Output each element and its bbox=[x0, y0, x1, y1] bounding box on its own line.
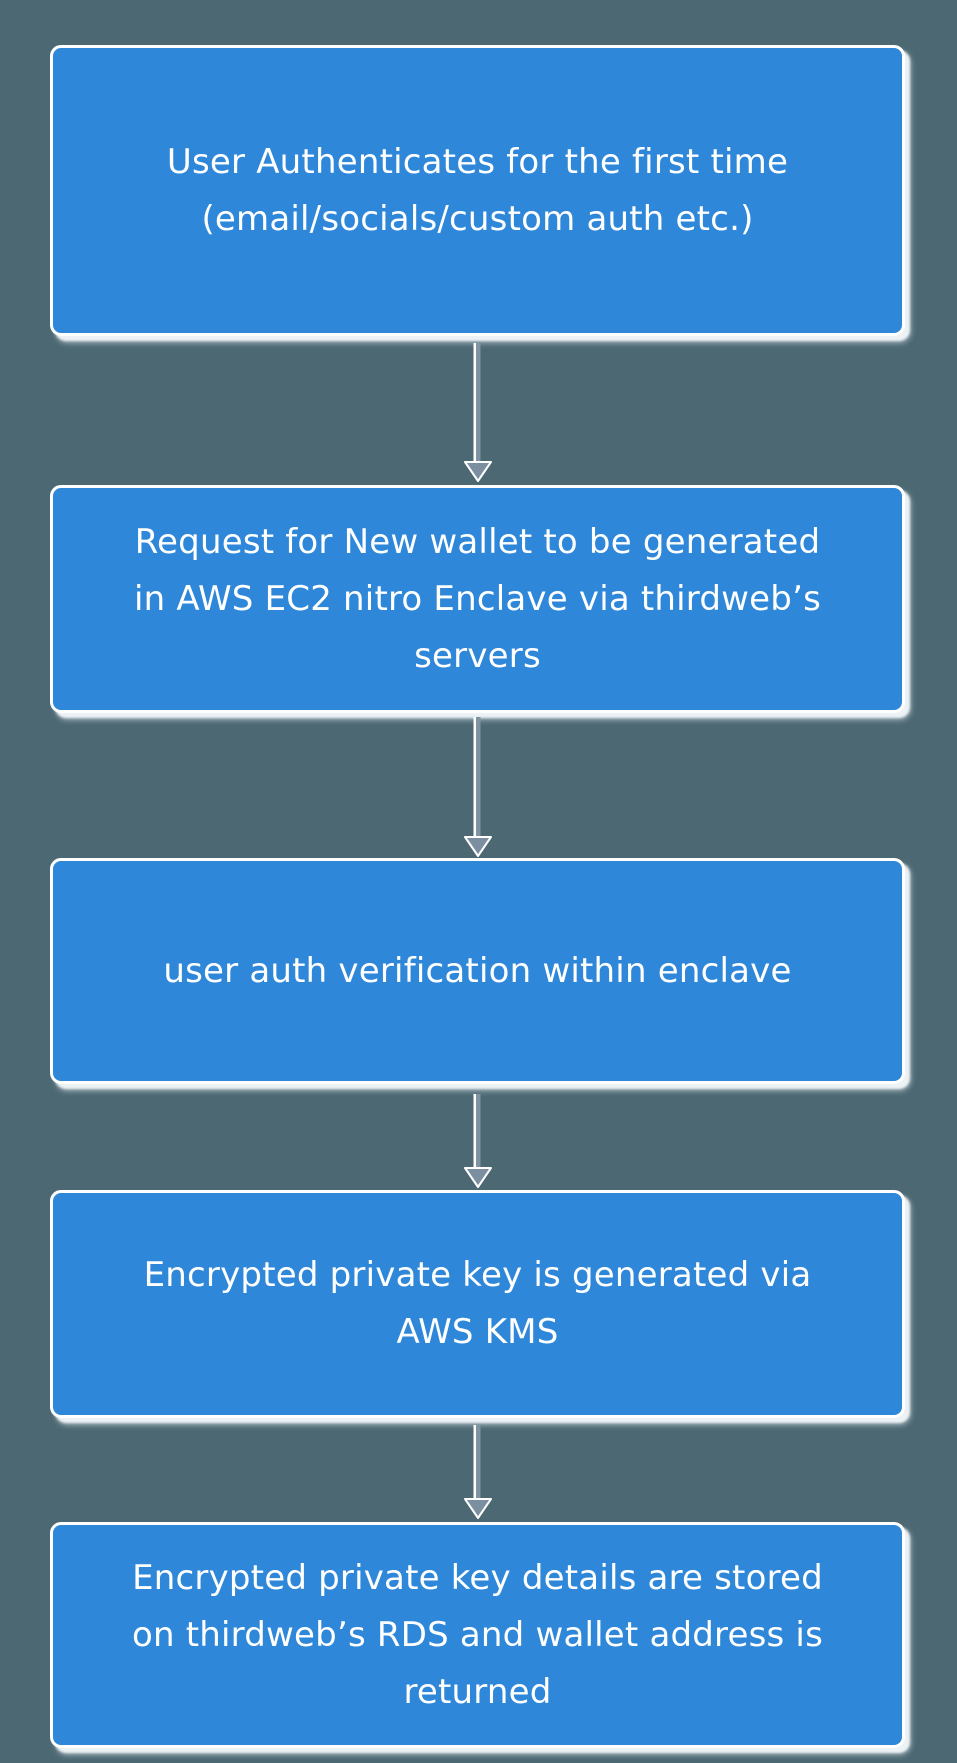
flow-node-step-1-label: User Authenticates for the first time (e… bbox=[166, 141, 789, 239]
arrow-down-icon bbox=[464, 1094, 492, 1188]
flow-node-step-3: user auth verification within enclave bbox=[50, 858, 905, 1084]
arrow-down-icon bbox=[464, 343, 492, 482]
flow-node-step-5-label: Encrypted private key details are stored… bbox=[132, 1557, 823, 1712]
arrow-shaft bbox=[476, 1094, 481, 1168]
flow-node-step-2-label: Request for New wallet to be generated i… bbox=[133, 521, 822, 676]
arrow-head bbox=[464, 461, 492, 482]
arrow-casing bbox=[473, 1425, 476, 1499]
arrow-down-icon bbox=[464, 717, 492, 857]
flow-node-step-2: Request for New wallet to be generated i… bbox=[50, 485, 905, 713]
flow-node-step-1: User Authenticates for the first time (e… bbox=[50, 45, 905, 336]
arrow-casing bbox=[473, 1094, 476, 1168]
arrow-shaft bbox=[476, 717, 481, 837]
flow-node-step-3-label: user auth verification within enclave bbox=[163, 950, 792, 991]
flow-node-step-5: Encrypted private key details are stored… bbox=[50, 1522, 905, 1748]
arrow-head bbox=[464, 1167, 492, 1188]
arrow-shaft bbox=[476, 343, 481, 462]
arrow-shaft bbox=[476, 1425, 481, 1499]
arrow-casing bbox=[473, 343, 476, 462]
arrow-down-icon bbox=[464, 1425, 492, 1519]
flow-node-step-4: Encrypted private key is generated via A… bbox=[50, 1190, 905, 1418]
arrow-casing bbox=[473, 717, 476, 837]
arrow-head bbox=[464, 1498, 492, 1519]
arrow-head bbox=[464, 836, 492, 857]
flow-node-step-4-label: Encrypted private key is generated via A… bbox=[143, 1255, 812, 1352]
